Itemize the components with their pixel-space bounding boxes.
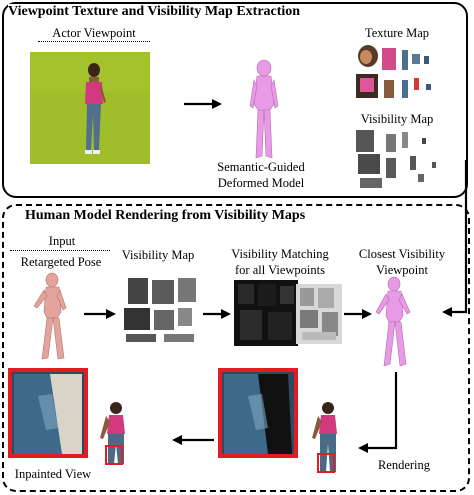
deformed-model-label-2: Deformed Model <box>217 176 305 190</box>
arrow-to-closest-viewpoint <box>344 309 372 319</box>
input-label: Input <box>48 234 76 248</box>
input-divider <box>10 250 110 251</box>
rendered-view-image <box>218 368 337 473</box>
extraction-panel <box>2 2 468 198</box>
visibility-matching-label-1: Visibility Matching <box>231 247 329 261</box>
arrow-to-visibility-map <box>84 309 116 319</box>
visibility-map-image-bottom <box>124 278 196 342</box>
arrow-to-inpainted-view <box>172 435 214 445</box>
deformed-model-figure <box>249 59 279 159</box>
connector-to-closest-viewpoint <box>442 160 468 317</box>
visibility-matching-image <box>234 280 342 346</box>
texture-map-label: Texture Map <box>364 26 430 40</box>
arrow-to-visibility-matching <box>203 309 231 319</box>
arrow-to-rendered-view <box>358 372 398 453</box>
retargeted-pose-figure <box>33 272 67 360</box>
arrow-to-deformed-model <box>184 99 222 109</box>
rendering-panel-title: Human Model Rendering from Visibility Ma… <box>22 208 309 224</box>
visibility-map-label-bottom: Visibility Map <box>121 248 195 262</box>
deformed-model-label-1: Semantic-Guided <box>217 160 305 174</box>
rendering-panel <box>2 204 470 492</box>
retargeted-pose-label: Retargeted Pose <box>20 255 102 269</box>
closest-viewpoint-figure <box>375 276 411 367</box>
closest-viewpoint-label-2: Viewpoint <box>375 263 429 277</box>
closest-viewpoint-label-1: Closest Visibility <box>358 247 446 261</box>
texture-map-image <box>356 45 431 98</box>
inpainted-view-image <box>8 368 125 465</box>
actor-greenscreen-photo <box>30 52 150 164</box>
visibility-matching-label-2: for all Viewpoints <box>235 263 325 277</box>
visibility-map-image-top <box>356 130 436 188</box>
rendering-label: Rendering <box>377 458 431 472</box>
actor-viewpoint-label: Actor Viewpoint <box>38 26 150 42</box>
extraction-panel-title: Viewpoint Texture and Visibility Map Ext… <box>8 4 301 20</box>
visibility-map-label-top: Visibility Map <box>360 112 434 126</box>
inpainted-view-label: Inpainted View <box>14 467 92 481</box>
